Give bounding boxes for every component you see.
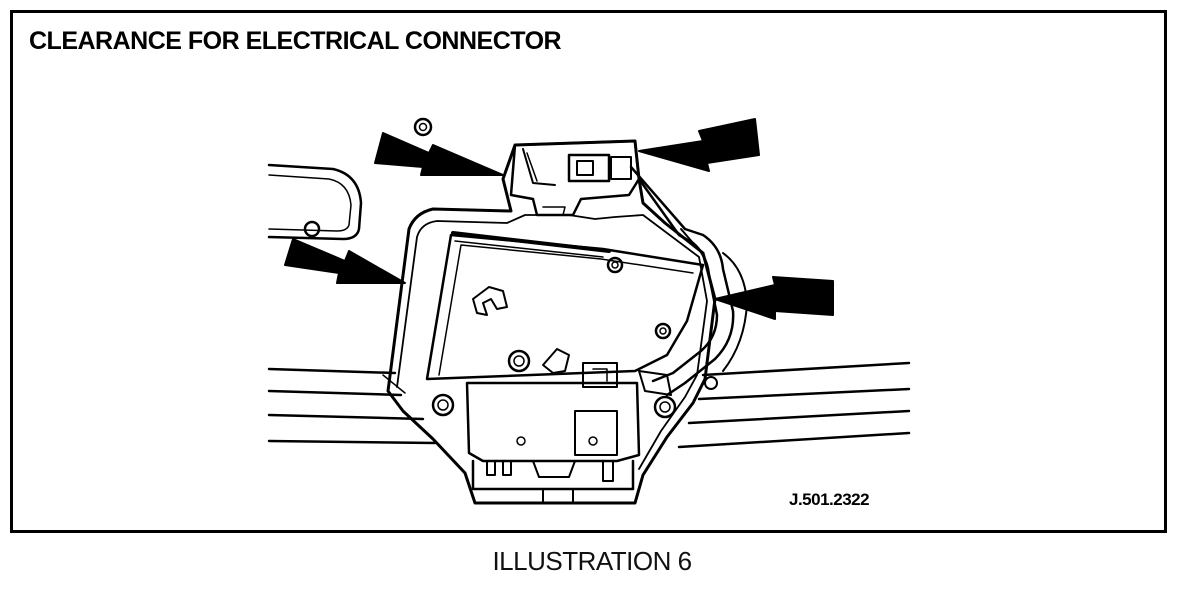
- callout-arrow-top-left: [374, 132, 504, 176]
- fastener-right: [654, 322, 672, 340]
- callout-arrow-left: [284, 238, 406, 284]
- callout-arrow-top-right: [638, 118, 760, 172]
- illustration-caption: ILLUSTRATION 6: [492, 546, 692, 576]
- fastener-lower-right: [653, 395, 677, 419]
- trim-panel: [267, 163, 363, 241]
- lower-housing: [465, 362, 641, 504]
- fastener-upper: [606, 256, 624, 274]
- fastener-center: [507, 349, 531, 373]
- cable-harness: [629, 165, 748, 397]
- ring-top: [413, 117, 433, 137]
- callout-arrow-right: [714, 276, 834, 320]
- figure-frame: CLEARANCE FOR ELECTRICAL CONNECTOR: [10, 10, 1167, 533]
- fastener-lower-left: [431, 393, 455, 417]
- top-connector-block: [509, 139, 641, 217]
- connector-drawing: [267, 117, 911, 505]
- figure-title: CLEARANCE FOR ELECTRICAL CONNECTOR: [29, 27, 562, 55]
- ring-left: [303, 220, 321, 238]
- retaining-clip-center: [542, 348, 570, 374]
- figure-reference-code: J.501.2322: [789, 490, 870, 509]
- retaining-clip-left: [472, 286, 508, 316]
- cross-rail: [267, 361, 911, 449]
- cover-plate: [425, 231, 705, 381]
